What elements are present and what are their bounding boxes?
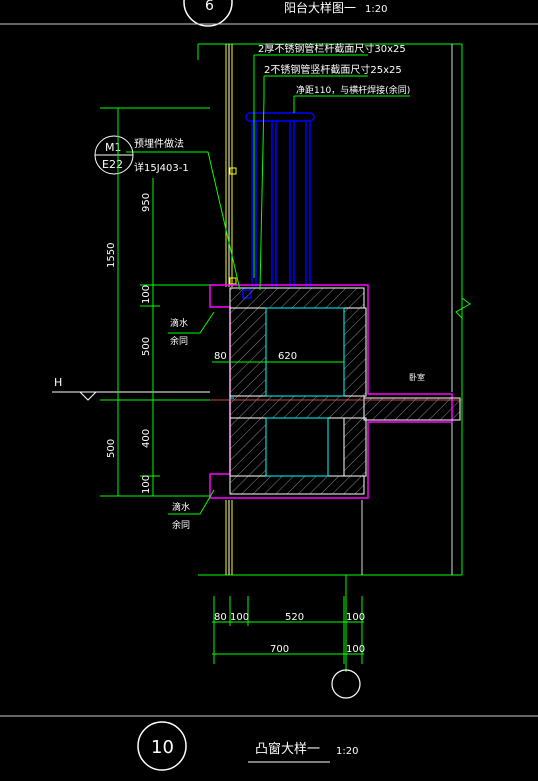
dim-bottom-100a: 100 <box>230 612 249 623</box>
wall-lines <box>361 44 453 575</box>
dim-bottom-520: 520 <box>285 612 304 623</box>
dim-500-outer: 500 <box>106 439 117 458</box>
bottom-title: 凸窗大样一 <box>255 741 320 757</box>
bottom-dimension-lines <box>212 596 364 672</box>
top-title: 阳台大样图一 <box>284 0 356 15</box>
dim-1550: 1550 <box>106 243 117 268</box>
dim-100-lower: 100 <box>141 475 152 494</box>
drip-note-2a: 滴水 <box>172 501 190 513</box>
dim-inner-620: 620 <box>278 351 297 362</box>
dim-400: 400 <box>141 429 152 448</box>
left-dimension-texts: 1550 500 950 100 500 400 100 <box>106 193 152 494</box>
frame-lines <box>197 43 471 576</box>
dim-inner-80: 80 <box>214 351 227 362</box>
level-marker: H <box>52 376 462 401</box>
detail-tag-top: M1 <box>105 141 122 154</box>
detail-tag-bottom: E22 <box>102 158 123 171</box>
top-circle-label: 6 <box>205 0 214 14</box>
drip-note-1b: 余同 <box>170 335 188 347</box>
top-title-block: 6 阳台大样图一 1:20 <box>0 0 538 27</box>
handrail-note-2: 2不锈钢管竖杆截面尺寸25x25 <box>264 63 402 76</box>
drip-note-2b: 余同 <box>172 519 190 531</box>
inner-dimension: 80 620 <box>212 351 344 363</box>
dim-950: 950 <box>141 193 152 212</box>
level-label: H <box>54 376 62 389</box>
top-scale: 1:20 <box>365 4 387 15</box>
axis-marker <box>331 575 361 699</box>
dim-100-upper: 100 <box>141 285 152 304</box>
handrail-note-3: 净距110，与横杆焊接(余同) <box>296 84 410 96</box>
bottom-reference-circle <box>137 721 187 771</box>
dim-bottom-100b: 100 <box>346 612 365 623</box>
top-reference-circle <box>183 0 233 27</box>
bottom-circle-label: 10 <box>151 737 174 758</box>
concrete-structure <box>229 287 461 495</box>
inner-openings <box>230 307 345 477</box>
glass-frame <box>225 44 237 575</box>
dim-bottom-80: 80 <box>214 612 227 623</box>
leader-lines <box>126 54 410 515</box>
bottom-dimension-texts: 80 100 520 100 700 100 <box>214 612 365 655</box>
embed-label: 预埋件做法 <box>134 137 184 150</box>
dim-bottom-700: 700 <box>270 644 289 655</box>
bottom-scale: 1:20 <box>336 746 358 757</box>
handrail <box>242 112 315 299</box>
left-dimension-lines <box>100 107 210 497</box>
dim-bottom-100c: 100 <box>346 644 365 655</box>
room-label: 卧室 <box>409 372 425 382</box>
dim-500-inner: 500 <box>141 337 152 356</box>
detail-tag: M1 E22 <box>94 135 134 175</box>
drip-note-1a: 滴水 <box>170 317 188 329</box>
bottom-title-block: 10 凸窗大样一 1:20 <box>0 715 538 771</box>
embed-ref: 详15J403-1 <box>134 161 189 174</box>
handrail-note-1: 2厚不锈钢管栏杆截面尺寸30x25 <box>258 42 406 55</box>
